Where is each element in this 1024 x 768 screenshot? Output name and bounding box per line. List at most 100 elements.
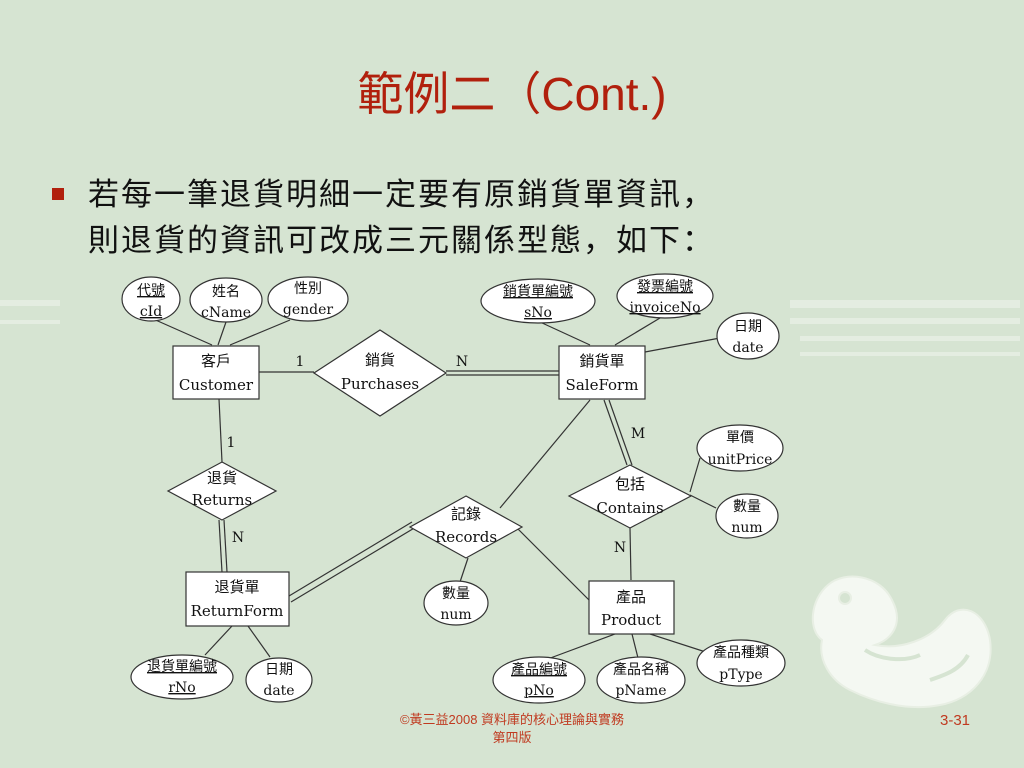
- attribute-pno-en: pNo: [524, 683, 554, 699]
- attribute-cid: 代號 cId: [121, 276, 181, 322]
- line-saleform-contains-b: [608, 399, 633, 466]
- attribute-cname: 姓名 cName: [189, 277, 263, 323]
- attribute-sno: 銷貨單編號 sNo: [480, 278, 596, 324]
- attribute-unitprice: 單價 unitPrice: [696, 424, 784, 472]
- cardinality-purchases-customer: 1: [296, 354, 305, 370]
- footer-credit: ©黃三益2008 資料庫的核心理論與實務 第四版: [362, 711, 662, 747]
- entity-customer-en: Customer: [179, 376, 254, 394]
- line-invoiceno-saleform: [614, 317, 661, 346]
- line-gender-customer: [229, 319, 291, 346]
- line-date-saleform: [644, 337, 721, 353]
- line-num-contains: [689, 494, 717, 509]
- attribute-invoiceno: 發票編號 invoiceNo: [616, 273, 714, 319]
- relationship-records: 記錄 Records: [408, 495, 524, 559]
- attribute-records-num-zh: 數量: [442, 586, 470, 602]
- attribute-cid-zh: 代號: [137, 283, 165, 299]
- relationship-purchases: 銷貨 Purchases: [312, 329, 448, 417]
- title-latin: Cont.): [541, 68, 667, 120]
- entity-saleform-zh: 銷貨單: [579, 352, 624, 370]
- line-records-num: [459, 557, 469, 583]
- attribute-ptype: 產品種類 pType: [696, 639, 786, 687]
- attribute-sno-en: sNo: [524, 305, 552, 321]
- line-sno-saleform: [539, 321, 591, 346]
- attribute-pname-en: pName: [615, 683, 666, 699]
- attribute-cname-zh: 姓名: [212, 284, 240, 300]
- entity-product: 產品 Product: [588, 580, 675, 635]
- relationship-contains: 包括 Contains: [567, 464, 693, 529]
- attribute-gender: 性別 gender: [267, 276, 349, 322]
- attribute-pno-zh: 產品編號: [511, 661, 567, 678]
- footer-credit-line-2: 第四版: [492, 730, 532, 745]
- relationship-returns-en: Returns: [192, 491, 252, 509]
- entity-returnform-en: ReturnForm: [191, 602, 284, 620]
- relationship-contains-en: Contains: [596, 499, 663, 517]
- relationship-records-zh: 記錄: [451, 505, 481, 523]
- attribute-invoiceno-zh: 發票編號: [637, 279, 693, 295]
- attribute-records-num-en: num: [440, 607, 471, 623]
- entity-product-zh: 產品: [616, 588, 646, 606]
- cardinality-purchases-saleform: N: [456, 354, 468, 370]
- line-product-pname: [631, 633, 639, 659]
- attribute-ptype-zh: 產品種類: [713, 644, 769, 661]
- line-customer-returns: [218, 398, 223, 463]
- line-saleform-contains-a: [603, 399, 628, 466]
- attribute-cname-en: cName: [201, 305, 251, 321]
- entity-saleform-en: SaleForm: [566, 376, 639, 394]
- entity-returnform-zh: 退貨單: [214, 578, 259, 596]
- entity-customer-zh: 客戶: [201, 352, 231, 370]
- cardinality-returns-customer: 1: [227, 435, 236, 451]
- relationship-purchases-zh: 銷貨: [365, 351, 395, 369]
- slide-title: 範例二（Cont.): [0, 58, 1024, 124]
- attribute-unitprice-zh: 單價: [726, 429, 754, 446]
- title-cjk: 範例二（: [357, 67, 542, 121]
- attribute-rno-en: rNo: [168, 680, 195, 696]
- dragon-logo: [811, 575, 992, 709]
- pattern-decoration: [0, 300, 1020, 356]
- line-cid-customer: [150, 317, 213, 346]
- footer-credit-line-1: ©黃三益2008 資料庫的核心理論與實務: [399, 712, 625, 727]
- relationship-contains-zh: 包括: [615, 475, 645, 493]
- attribute-return-date-zh: 日期: [265, 662, 293, 678]
- line-cname-customer: [217, 321, 227, 346]
- line-returnform-date: [247, 625, 271, 658]
- relationship-returns-zh: 退貨: [207, 469, 237, 487]
- line-records-product: [515, 526, 595, 606]
- connector-lines: [150, 317, 721, 661]
- line-product-pno: [544, 633, 616, 661]
- attribute-sale-date: 日期 date: [716, 312, 780, 360]
- attribute-sno-zh: 銷貨單編號: [503, 283, 573, 300]
- attribute-pno: 產品編號 pNo: [492, 656, 586, 704]
- attribute-sale-date-zh: 日期: [734, 319, 762, 335]
- cardinality-returns-returnform: N: [232, 530, 244, 546]
- entity-customer: 客戶 Customer: [172, 345, 260, 400]
- line-returns-returnform-b: [223, 519, 228, 573]
- attribute-pname-zh: 產品名稱: [613, 661, 669, 678]
- line-returns-returnform-a: [218, 519, 223, 573]
- attribute-records-num: 數量 num: [423, 580, 489, 626]
- attribute-invoiceno-en: invoiceNo: [629, 300, 700, 316]
- attribute-contains-num: 數量 num: [715, 493, 779, 539]
- attribute-contains-num-en: num: [731, 520, 762, 536]
- bullet-line-1: 若每一筆退貨明細一定要有原銷貨單資訊，: [88, 177, 715, 213]
- bullet-text: 若每一筆退貨明細一定要有原銷貨單資訊， 則退貨的資訊可改成三元關係型態，如下：: [88, 172, 968, 264]
- attribute-sale-date-en: date: [732, 340, 763, 356]
- line-saleform-records: [499, 399, 591, 509]
- attribute-gender-en: gender: [283, 302, 334, 318]
- attribute-rno: 退貨單編號 rNo: [130, 654, 234, 700]
- page-number: 3-31: [940, 712, 971, 729]
- cardinality-contains-saleform: M: [631, 426, 645, 442]
- line-records-returnform-b: [290, 526, 417, 603]
- relationship-purchases-en: Purchases: [341, 375, 419, 393]
- attribute-gender-zh: 性別: [294, 281, 322, 297]
- attribute-pname: 產品名稱 pName: [596, 656, 686, 704]
- attribute-unitprice-en: unitPrice: [708, 452, 773, 468]
- relationship-records-en: Records: [435, 528, 497, 546]
- entity-product-en: Product: [601, 611, 661, 629]
- attribute-contains-num-zh: 數量: [733, 499, 761, 515]
- line-contains-product: [629, 527, 632, 581]
- attribute-ptype-en: pType: [719, 667, 762, 683]
- attribute-return-date-en: date: [263, 683, 294, 699]
- line-returnform-rno: [204, 625, 233, 656]
